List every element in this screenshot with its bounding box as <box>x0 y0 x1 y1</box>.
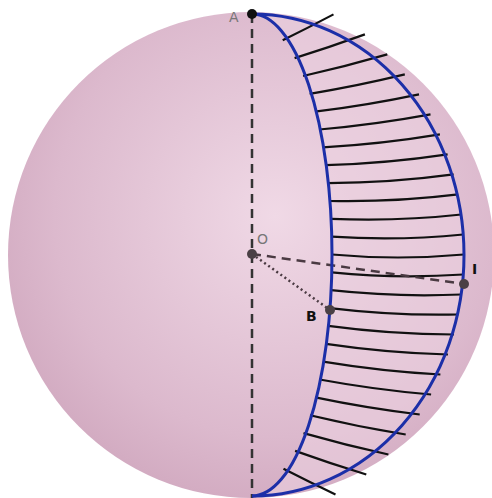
hatch-stroke <box>319 114 430 129</box>
hatch-stroke <box>315 397 419 414</box>
point-label: A <box>229 10 239 24</box>
hatch-stroke <box>331 290 462 295</box>
hatch-stroke <box>330 308 459 315</box>
hatch-stroke <box>320 380 432 395</box>
hatch-stroke <box>295 34 365 58</box>
point-label: B <box>306 309 317 323</box>
radius-oi <box>252 254 464 284</box>
hatch-stroke <box>332 235 464 239</box>
radius-ob <box>252 254 330 310</box>
point-i <box>459 279 469 289</box>
point-o <box>247 249 257 259</box>
sphere <box>8 12 492 498</box>
hatch-stroke <box>310 415 406 434</box>
point-a <box>247 9 257 19</box>
hatch-stroke <box>323 362 440 375</box>
hatch-stroke <box>323 134 440 147</box>
hatch-stroke <box>295 451 366 475</box>
hatch-stroke <box>326 154 448 165</box>
hatch-stroke <box>315 94 419 111</box>
point-label: I <box>472 262 477 276</box>
hatch-stroke <box>332 255 464 258</box>
lune-right-arc <box>252 14 464 496</box>
lune-left-arc <box>252 14 332 496</box>
hatch-stroke <box>332 272 464 276</box>
hatch-stroke <box>331 215 461 220</box>
hatch-stroke <box>326 344 448 355</box>
hatch-stroke <box>310 74 405 93</box>
point-label: O <box>257 232 268 246</box>
hatch-stroke <box>328 326 454 335</box>
point-b <box>325 305 335 315</box>
lune-fill <box>252 14 464 496</box>
hatch-stroke <box>328 174 454 183</box>
hatch-stroke <box>330 194 458 201</box>
